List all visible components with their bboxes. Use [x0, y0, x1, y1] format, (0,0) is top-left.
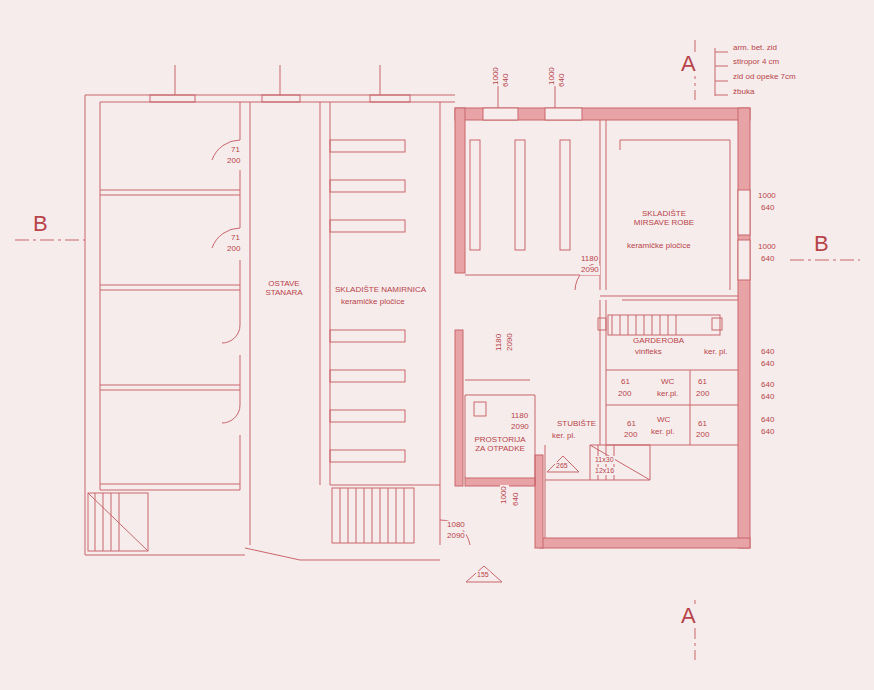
plan-label: 640: [760, 204, 775, 213]
plan-label: STUBIŠTE: [556, 420, 597, 429]
plan-label: 640: [558, 73, 567, 88]
plan-label: 1180: [510, 412, 529, 421]
plan-label: 1180: [495, 333, 504, 352]
plan-label: 11x30: [594, 456, 615, 464]
plan-label: 61: [697, 378, 708, 387]
plan-label: 2090: [510, 423, 530, 432]
plan-label: ker. pl.: [551, 432, 577, 441]
plan-label: 1080: [446, 521, 466, 530]
plan-label: 1000: [492, 66, 501, 86]
plan-label: 200: [695, 390, 710, 399]
plan-label: 640: [760, 360, 775, 369]
plan-label: 61: [626, 420, 637, 429]
plan-label: ker. pl.: [703, 348, 729, 357]
plan-label: vinfleks: [634, 348, 663, 357]
plan-label: 640: [760, 428, 775, 437]
plan-label: ker.pl.: [656, 390, 679, 399]
plan-label: 640: [760, 255, 775, 264]
plan-label: arm. bet. zid: [732, 44, 778, 53]
plan-label: 200: [226, 157, 241, 166]
plan-label: 155: [476, 571, 490, 579]
plan-label: 640: [512, 492, 521, 507]
section-marker: A: [680, 604, 697, 628]
plan-label: 265: [555, 462, 569, 470]
plan-label: 640: [760, 393, 775, 402]
section-marker: B: [32, 212, 49, 236]
plan-label: 71: [230, 146, 241, 155]
plan-label: 1000: [500, 485, 509, 505]
plan-label: 1000: [757, 243, 777, 252]
plan-label: 200: [226, 245, 241, 254]
plan-label: 2090: [580, 266, 600, 275]
plan-label: 61: [697, 420, 708, 429]
plan-label: 640: [760, 381, 775, 390]
plan-label: keramičke pločice: [626, 242, 692, 251]
plan-label: 200: [695, 431, 710, 440]
section-marker: A: [680, 52, 697, 76]
plan-label: 71: [230, 234, 241, 243]
plan-label: 2090: [506, 332, 515, 352]
plan-label: 640: [760, 416, 775, 425]
plan-label: 640: [502, 73, 511, 88]
plan-label: 1180: [580, 255, 599, 264]
section-marker: B: [813, 232, 830, 256]
plan-label: GARDEROBA: [632, 337, 685, 346]
plan-label: 200: [617, 390, 632, 399]
plan-label: PROSTORIJA ZA OTPADKE: [468, 436, 532, 454]
plan-label: ker. pl.: [650, 428, 676, 437]
plan-label: 1000: [757, 192, 777, 201]
plan-label: OSTAVE STANARA: [253, 280, 315, 298]
plan-label: 200: [623, 431, 638, 440]
plan-label: žbuka: [732, 88, 755, 97]
plan-label: 640: [760, 348, 775, 357]
plan-label: 1000: [548, 66, 557, 86]
plan-label: SKLADIŠTE MIRSAVE ROBE: [624, 210, 704, 228]
plan-label: 61: [620, 378, 631, 387]
plan-label: WC: [660, 378, 675, 387]
plan-label: 2090: [446, 532, 466, 541]
plan-label: keramičke pločice: [340, 298, 406, 307]
plan-label: SKLADIŠTE NAMIRNICA: [334, 286, 427, 295]
plan-label: stiropor 4 cm: [732, 58, 780, 67]
plan-label: zid od opeke 7cm: [732, 73, 797, 82]
plan-label: WC: [656, 416, 671, 425]
plan-label: 12x16: [594, 467, 615, 475]
